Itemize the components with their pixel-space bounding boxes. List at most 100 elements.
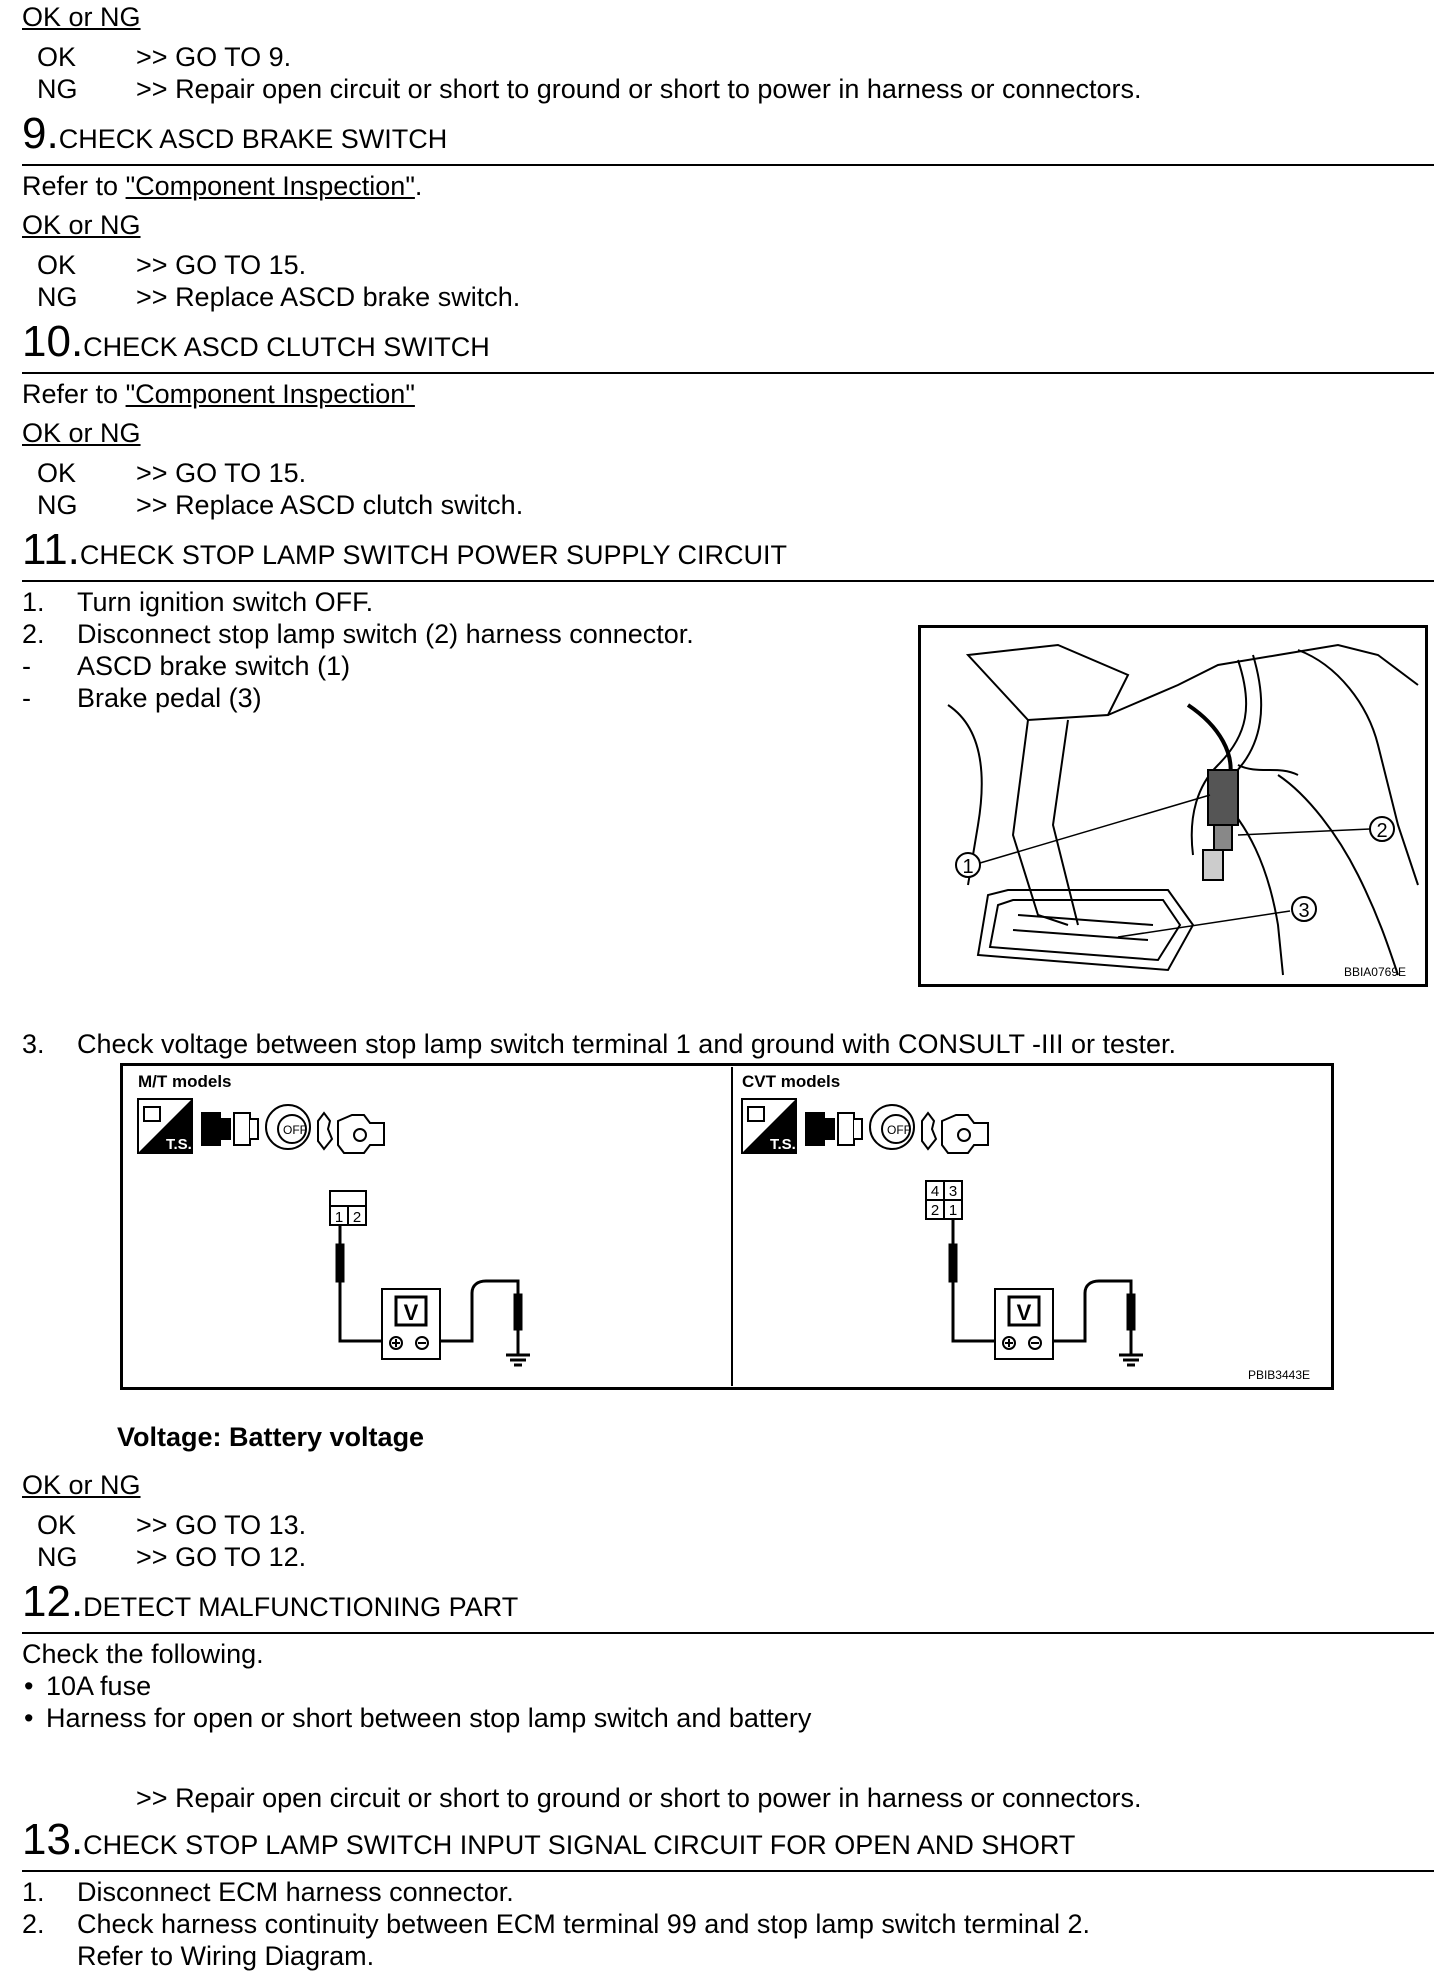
divider bbox=[22, 1632, 1434, 1634]
test-service-icon: T.S. bbox=[137, 1098, 193, 1154]
list-marker: 1. bbox=[22, 1877, 45, 1907]
callout-2: 2 bbox=[1369, 816, 1395, 842]
svg-text:V: V bbox=[404, 1300, 419, 1325]
figure-code: PBIB3443E bbox=[1248, 1368, 1310, 1382]
cvt-probe-wiring bbox=[948, 1219, 1143, 1367]
ignition-test-icons: T.S. OFF bbox=[741, 1098, 989, 1154]
cvt-connector bbox=[925, 1180, 963, 1220]
refer-text: Refer to "Component Inspection". bbox=[22, 171, 423, 201]
list-item: ASCD brake switch (1) bbox=[77, 651, 351, 681]
terminal-label: 1 bbox=[949, 1202, 957, 1219]
step-9-heading: 9.CHECK ASCD BRAKE SWITCH bbox=[22, 112, 447, 156]
component-inspection-link[interactable]: "Component Inspection" bbox=[125, 171, 415, 201]
terminal-label: 1 bbox=[335, 1209, 343, 1226]
step-12-heading: 12.DETECT MALFUNCTIONING PART bbox=[22, 1580, 518, 1624]
okng-heading: OK or NG bbox=[22, 1470, 141, 1500]
ng-label: NG bbox=[37, 1542, 78, 1572]
list-item: Disconnect ECM harness connector. bbox=[77, 1877, 514, 1907]
test-service-icon: T.S. bbox=[741, 1098, 797, 1154]
ok-result: >> GO TO 13. bbox=[136, 1510, 307, 1540]
bullet-item: 10A fuse bbox=[46, 1671, 152, 1701]
list-marker: - bbox=[22, 683, 31, 713]
step-10-heading: 10.CHECK ASCD CLUTCH SWITCH bbox=[22, 320, 490, 364]
engine-icon bbox=[317, 1111, 385, 1154]
step-number: 12. bbox=[22, 1577, 84, 1626]
okng-heading: OK or NG bbox=[22, 2, 141, 32]
ignition-key-off-icon: OFF bbox=[265, 1104, 311, 1150]
svg-text:V: V bbox=[1017, 1300, 1032, 1325]
step-number: 13. bbox=[22, 1815, 84, 1864]
ignition-key-off-icon: OFF bbox=[869, 1104, 915, 1150]
step-title: DETECT MALFUNCTIONING PART bbox=[83, 1592, 519, 1622]
voltmeter-icon: V bbox=[994, 1288, 1054, 1360]
list-item: Check voltage between stop lamp switch t… bbox=[77, 1029, 1177, 1059]
ng-label: NG bbox=[37, 74, 78, 104]
list-item: Turn ignition switch OFF. bbox=[77, 587, 374, 617]
list-marker: 1. bbox=[22, 587, 45, 617]
ng-result: >> GO TO 12. bbox=[136, 1542, 307, 1572]
figure-code: BBIA0769E bbox=[1344, 965, 1406, 979]
okng-heading: OK or NG bbox=[22, 210, 141, 240]
svg-text:OFF: OFF bbox=[283, 1123, 307, 1137]
bullet-marker: • bbox=[24, 1671, 34, 1701]
ng-label: NG bbox=[37, 490, 78, 520]
voltmeter-icon: V bbox=[381, 1288, 441, 1360]
refer-text: Refer to "Component Inspection" bbox=[22, 379, 415, 409]
step-title: CHECK STOP LAMP SWITCH POWER SUPPLY CIRC… bbox=[79, 540, 788, 570]
cvt-models-title: CVT models bbox=[742, 1072, 840, 1091]
ignition-test-icons: T.S. OFF bbox=[137, 1098, 385, 1154]
step-title: CHECK ASCD BRAKE SWITCH bbox=[58, 124, 448, 154]
component-inspection-link[interactable]: "Component Inspection" bbox=[125, 379, 415, 409]
ok-result: >> GO TO 9. bbox=[136, 42, 292, 72]
divider bbox=[22, 164, 1434, 166]
divider bbox=[22, 580, 1434, 582]
mt-probe-wiring bbox=[335, 1225, 530, 1367]
ng-result: >> Repair open circuit or short to groun… bbox=[136, 74, 1142, 104]
okng-heading: OK or NG bbox=[22, 418, 141, 448]
stop-lamp-switch-illustration: 1 2 3 BBIA0769E bbox=[918, 625, 1428, 987]
list-item: Brake pedal (3) bbox=[77, 683, 262, 713]
callout-1: 1 bbox=[955, 852, 981, 878]
svg-text:OFF: OFF bbox=[887, 1123, 911, 1137]
terminal-label: 4 bbox=[931, 1183, 939, 1200]
step-number: 9. bbox=[22, 109, 59, 158]
bullet-marker: • bbox=[24, 1703, 34, 1733]
terminal-label: 3 bbox=[949, 1183, 957, 1200]
list-item: Disconnect stop lamp switch (2) harness … bbox=[77, 619, 694, 649]
voltage-check-diagram: M/T models T.S. OFF 1 2 bbox=[120, 1063, 1334, 1390]
ng-result: >> Replace ASCD brake switch. bbox=[136, 282, 521, 312]
list-marker: 2. bbox=[22, 619, 45, 649]
step-number: 10. bbox=[22, 317, 84, 366]
svg-text:3: 3 bbox=[1298, 900, 1309, 922]
connector-disconnect-icon bbox=[201, 1112, 259, 1146]
divider bbox=[22, 372, 1434, 374]
mt-connector bbox=[329, 1190, 367, 1226]
result-text: >> Repair open circuit or short to groun… bbox=[136, 1783, 1142, 1813]
list-marker: 2. bbox=[22, 1909, 45, 1939]
step-13-heading: 13.CHECK STOP LAMP SWITCH INPUT SIGNAL C… bbox=[22, 1818, 1075, 1862]
list-item: Check harness continuity between ECM ter… bbox=[77, 1909, 1090, 1939]
svg-text:T.S.: T.S. bbox=[166, 1136, 192, 1153]
connector-disconnect-icon bbox=[805, 1112, 863, 1146]
mt-models-title: M/T models bbox=[138, 1072, 232, 1091]
svg-text:2: 2 bbox=[1376, 820, 1387, 842]
step-11-heading: 11.CHECK STOP LAMP SWITCH POWER SUPPLY C… bbox=[22, 528, 787, 572]
ng-result: >> Replace ASCD clutch switch. bbox=[136, 490, 524, 520]
ok-label: OK bbox=[37, 1510, 77, 1540]
callout-3: 3 bbox=[1291, 896, 1317, 922]
bullet-item: Harness for open or short between stop l… bbox=[46, 1703, 812, 1733]
intro-text: Check the following. bbox=[22, 1639, 264, 1669]
terminal-label: 2 bbox=[931, 1202, 939, 1219]
step-title: CHECK STOP LAMP SWITCH INPUT SIGNAL CIRC… bbox=[83, 1830, 1076, 1860]
ok-result: >> GO TO 15. bbox=[136, 250, 307, 280]
ng-label: NG bbox=[37, 282, 78, 312]
voltage-spec: Voltage: Battery voltage bbox=[117, 1422, 425, 1452]
note-text: Refer to Wiring Diagram. bbox=[77, 1941, 375, 1971]
list-marker: 3. bbox=[22, 1029, 45, 1059]
step-number: 11. bbox=[22, 525, 80, 574]
engine-icon bbox=[921, 1111, 989, 1154]
step-title: CHECK ASCD CLUTCH SWITCH bbox=[83, 332, 490, 362]
list-marker: - bbox=[22, 651, 31, 681]
ok-label: OK bbox=[37, 458, 77, 488]
ok-label: OK bbox=[37, 42, 77, 72]
